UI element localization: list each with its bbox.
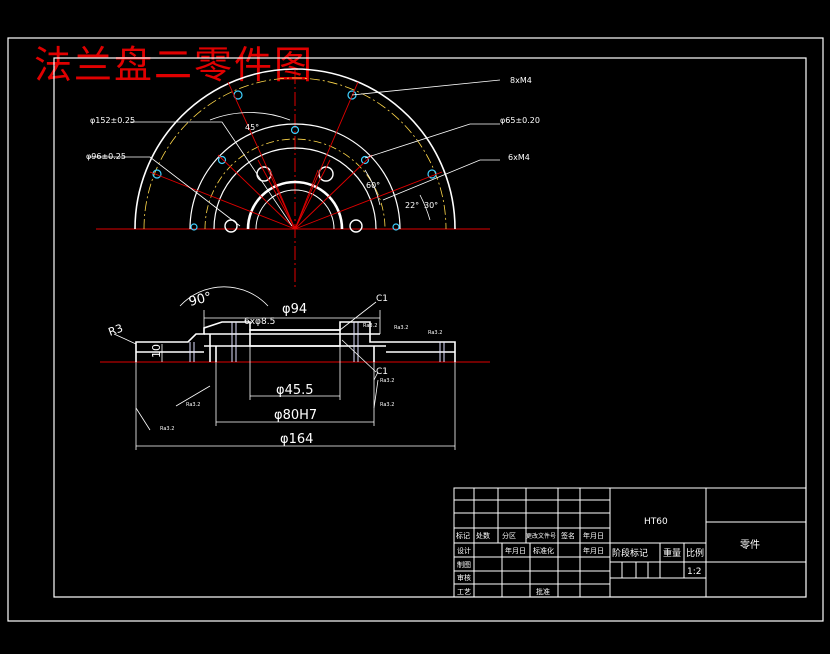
thread-hole [217, 155, 227, 165]
row-label: 工艺 [457, 588, 471, 596]
bore-inner-arc [255, 189, 335, 230]
hole [349, 219, 363, 233]
thread-hole [290, 125, 300, 135]
header-cell: 处数 [476, 531, 490, 540]
inner-border [53, 57, 807, 598]
header-cell: 更改文件号 [526, 532, 556, 540]
callout-6xm4: 6xM4 [508, 153, 530, 162]
header-cell: 分区 [502, 531, 516, 540]
bolt-circle-arc [143, 77, 447, 230]
part-type: 零件 [740, 539, 760, 551]
callout-8xm4: 8xM4 [510, 76, 532, 85]
angle-60: 60° [366, 181, 380, 190]
section-view: 90° φ94 C1 C1 R3 10 6xφ8.5 φ45.5 φ80H7 φ… [100, 286, 490, 450]
dim-c1-bottom: C1 [376, 367, 388, 377]
row-cell: 年月日 [583, 546, 604, 555]
dim-d164: φ164 [280, 432, 313, 447]
bore-arc [246, 180, 344, 230]
hole [224, 219, 238, 233]
row-label: 制图 [457, 560, 471, 569]
thread-hole [152, 169, 162, 179]
thread-hole [190, 223, 198, 231]
roughness-label: Ra3.2 [160, 426, 174, 432]
row-cell: 年月日 [505, 546, 526, 555]
roughness-label: Ra3.2 [380, 402, 394, 408]
dim-d45: φ45.5 [276, 383, 314, 398]
thread-hole [347, 90, 357, 100]
callout-d65: φ65±0.20 [500, 116, 540, 125]
mid-arc [189, 123, 401, 230]
roughness-label: Ra3.2 [394, 325, 408, 331]
outer-border [7, 37, 824, 622]
row-cell: 批准 [536, 587, 550, 596]
roughness-label: Ra3.2 [428, 330, 442, 336]
stage-label: 阶段标记 [612, 547, 648, 559]
dim-c1-top: C1 [376, 294, 388, 304]
dim-h10: 10 [150, 344, 163, 358]
scale-label: 比例 [686, 547, 704, 559]
hole [256, 166, 272, 182]
inner-bolt-arc [204, 138, 386, 230]
thread-hole [392, 223, 400, 231]
scale-value: 1:2 [687, 567, 701, 577]
title-block [453, 487, 807, 598]
callout-d152: φ152±0.25 [90, 116, 135, 125]
hub-arc [213, 147, 377, 230]
header-cell: 年月日 [583, 531, 604, 540]
angle-22: 22° [405, 201, 419, 210]
title-block-text: 标记 处数 分区 更改文件号 签名 年月日 设计 年月日 标准化 年月日 制图 … [456, 517, 760, 596]
top-view: 8xM4 φ65±0.20 6xM4 φ152±0.25 φ96±0.25 45… [86, 68, 540, 290]
dim-holes: 6xφ8.5 [244, 317, 275, 327]
roughness-label: Ra3.2 [186, 402, 200, 408]
dim-d80: φ80H7 [274, 408, 317, 423]
weight-label: 重量 [663, 547, 681, 559]
header-cell: 签名 [561, 531, 575, 540]
dim-d94: φ94 [282, 302, 307, 317]
thread-hole [360, 155, 370, 165]
angle-30: 30° [424, 201, 438, 210]
drawing-title: 法兰盘二零件图 [34, 43, 315, 87]
dim-r3: R3 [107, 322, 125, 339]
callout-d96: φ96±0.25 [86, 152, 126, 161]
roughness-label: Ra3.2 [363, 323, 377, 329]
row-label: 审核 [457, 573, 471, 582]
row-label: 设计 [457, 546, 471, 555]
outer-arc [134, 68, 456, 230]
angle-45: 45° [245, 123, 259, 132]
roughness-label: Ra3.2 [380, 378, 394, 384]
section-angle-90: 90° [187, 290, 213, 310]
part-code: HT60 [644, 517, 668, 527]
header-cell: 标记 [456, 531, 470, 540]
row-cell: 标准化 [533, 546, 554, 555]
